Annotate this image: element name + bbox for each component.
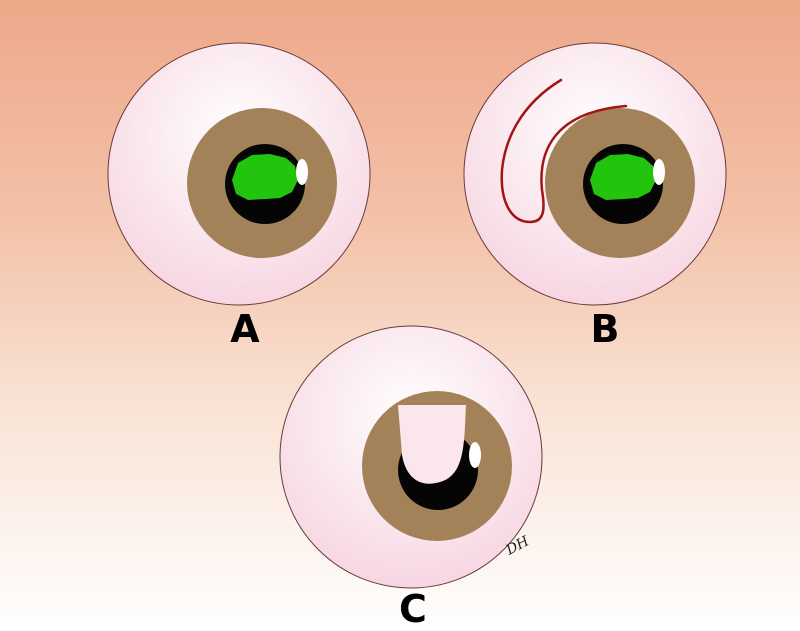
eye-b-incision-line xyxy=(500,78,628,224)
eye-a-red-reflex xyxy=(232,154,298,200)
eye-a xyxy=(107,42,371,306)
panel-label-b: B xyxy=(590,307,620,351)
eye-c-highlight xyxy=(469,442,481,468)
eye-a-highlight xyxy=(296,159,308,185)
eye-b xyxy=(463,42,727,306)
panel-label-c: C xyxy=(399,587,427,631)
panel-label-a: A xyxy=(230,307,260,351)
eye-b-red-reflex xyxy=(590,154,656,200)
eye-c xyxy=(279,325,543,589)
eye-c-flap xyxy=(398,405,466,484)
eye-b-highlight xyxy=(653,159,665,185)
